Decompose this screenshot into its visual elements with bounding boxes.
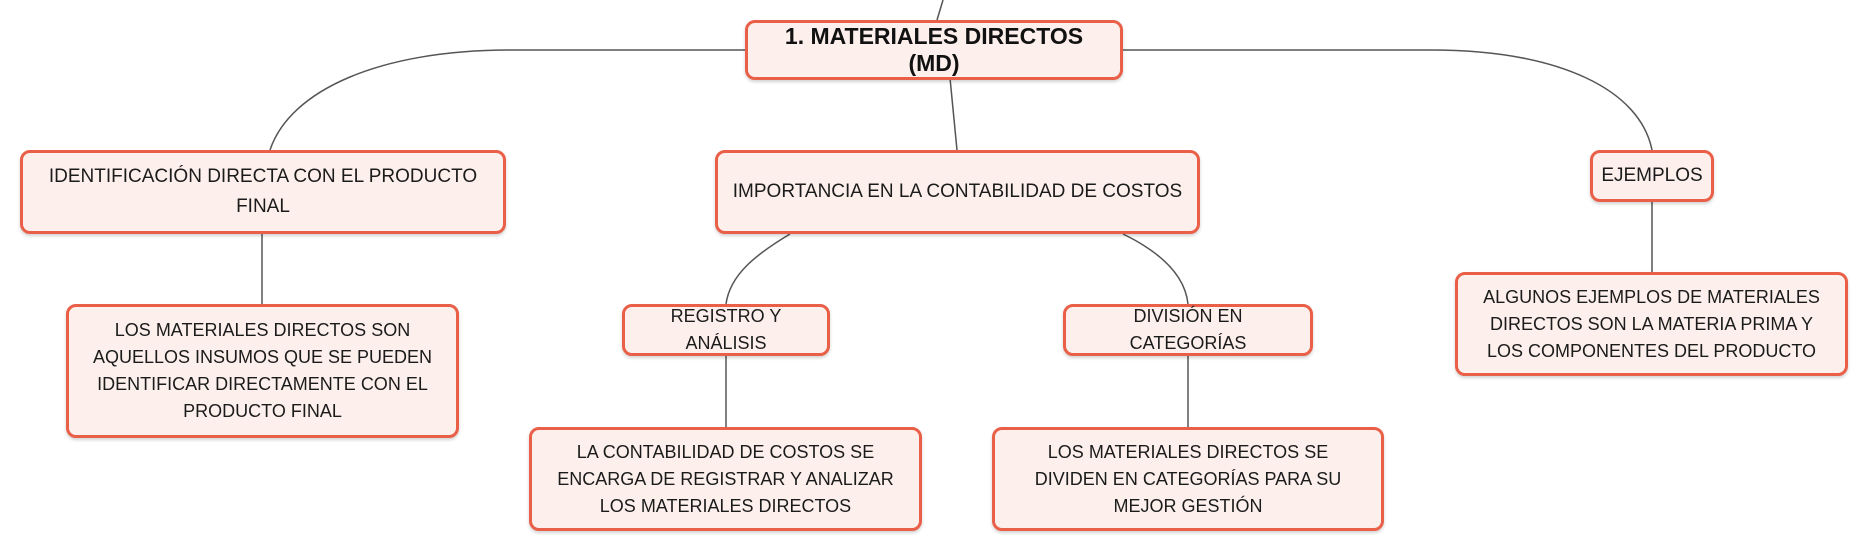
node-identificacion[interactable]: IDENTIFICACIÓN DIRECTA CON EL PRODUCTO F… — [20, 150, 506, 234]
node-importancia[interactable]: IMPORTANCIA EN LA CONTABILIDAD DE COSTOS — [715, 150, 1200, 234]
edge-root-parent — [936, 0, 944, 21]
edge-root-identificacion — [269, 49, 745, 151]
edge-root-ejemplos — [1122, 49, 1653, 151]
node-registro[interactable]: REGISTRO Y ANÁLISIS — [622, 304, 830, 356]
node-ejemplos-detail[interactable]: ALGUNOS EJEMPLOS DE MATERIALES DIRECTOS … — [1455, 272, 1848, 376]
root-node[interactable]: 1. MATERIALES DIRECTOS (MD) — [745, 20, 1123, 80]
node-division-detail[interactable]: LOS MATERIALES DIRECTOS SE DIVIDEN EN CA… — [992, 427, 1384, 531]
node-registro-detail[interactable]: LA CONTABILIDAD DE COSTOS SE ENCARGA DE … — [529, 427, 922, 531]
edge-importancia-division — [1122, 233, 1189, 305]
node-ejemplos[interactable]: EJEMPLOS — [1590, 150, 1714, 202]
edge-root-importancia — [949, 77, 958, 151]
edge-importancia-registro — [725, 233, 791, 305]
node-identificacion-detail[interactable]: LOS MATERIALES DIRECTOS SON AQUELLOS INS… — [66, 304, 459, 438]
node-division[interactable]: DIVISIÓN EN CATEGORÍAS — [1063, 304, 1313, 356]
